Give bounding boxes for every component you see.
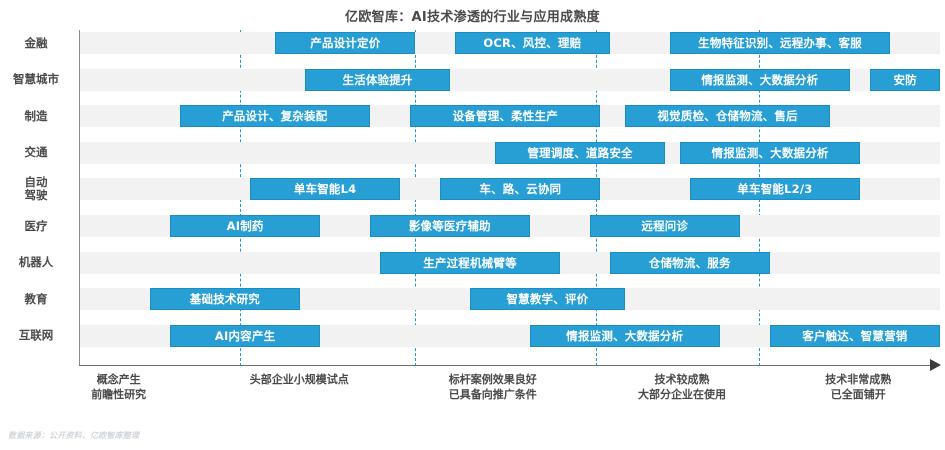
maturity-bar[interactable]: 仓储物流、服务 bbox=[609, 251, 770, 274]
maturity-bar[interactable]: 管理调度、道路安全 bbox=[495, 141, 665, 164]
maturity-bar[interactable]: 视觉质检、仓储物流、售后 bbox=[625, 105, 830, 128]
x-axis-stage-label-2: 头部企业小规模试点 bbox=[249, 373, 349, 386]
maturity-bar[interactable]: 基础技术研究 bbox=[149, 288, 301, 311]
maturity-bar[interactable]: AI内容产生 bbox=[170, 324, 320, 347]
y-axis-label-互联网: 互联网 bbox=[18, 328, 54, 343]
maturity-bar[interactable]: 影像等医疗辅助 bbox=[369, 215, 530, 237]
x-axis-stage-label-3: 标杆案例效果良好已具备向推广条件 bbox=[448, 373, 537, 401]
maturity-bar[interactable]: 情报监测、大数据分析 bbox=[669, 68, 850, 91]
maturity-bar[interactable]: 单车智能L2/3 bbox=[689, 178, 860, 201]
y-axis-label-教育: 教育 bbox=[24, 291, 48, 306]
maturity-bar[interactable]: OCR、风控、理赔 bbox=[454, 32, 610, 54]
page-title: 亿欧智库：AI技术渗透的行业与应用成熟度 bbox=[345, 10, 600, 25]
x-axis-stage-label-4: 技术较成熟大部分企业在使用 bbox=[638, 373, 726, 401]
y-axis-label-智慧城市: 智慧城市 bbox=[13, 72, 59, 87]
maturity-bar[interactable]: 设备管理、柔性生产 bbox=[410, 105, 601, 128]
y-axis-label-医疗: 医疗 bbox=[24, 218, 48, 233]
y-axis-label-制造: 制造 bbox=[24, 108, 48, 123]
maturity-bar[interactable]: 生产过程机械臂等 bbox=[380, 251, 560, 274]
maturity-bar[interactable]: AI制药 bbox=[170, 215, 320, 237]
source-note: 数据来源：公开资料、亿欧智库整理 bbox=[8, 431, 140, 440]
maturity-bar[interactable]: 单车智能L4 bbox=[250, 178, 400, 201]
maturity-bar[interactable]: 智慧教学、评价 bbox=[469, 288, 626, 311]
x-axis-stage-label-1: 概念产生前瞻性研究 bbox=[91, 373, 147, 401]
maturity-bar[interactable]: 车、路、云协同 bbox=[440, 178, 601, 201]
x-axis-arrow-icon bbox=[930, 359, 941, 371]
x-axis-stage-label-5: 技术非常成熟已全面铺开 bbox=[825, 373, 892, 401]
y-axis-label-自动驾驶: 自动驾驶 bbox=[24, 175, 48, 203]
maturity-bar[interactable]: 远程问诊 bbox=[589, 215, 740, 237]
y-axis-line bbox=[79, 30, 80, 366]
maturity-bar[interactable]: 产品设计、复杂装配 bbox=[179, 105, 370, 128]
maturity-bar[interactable]: 客户触达、智慧营销 bbox=[769, 324, 940, 347]
maturity-bar[interactable]: 产品设计定价 bbox=[275, 32, 416, 54]
maturity-bar[interactable]: 情报监测、大数据分析 bbox=[680, 141, 860, 164]
y-axis-label-交通: 交通 bbox=[24, 145, 48, 160]
y-axis-label-机器人: 机器人 bbox=[18, 255, 54, 270]
maturity-bar[interactable]: 生活体验提升 bbox=[305, 68, 450, 91]
y-axis-label-金融: 金融 bbox=[24, 35, 48, 50]
x-axis-line bbox=[79, 365, 932, 366]
maturity-bar[interactable]: 生物特征识别、远程办事、客服 bbox=[669, 32, 891, 54]
maturity-bar[interactable]: 安防 bbox=[870, 68, 940, 91]
maturity-bar[interactable]: 情报监测、大数据分析 bbox=[529, 324, 720, 347]
